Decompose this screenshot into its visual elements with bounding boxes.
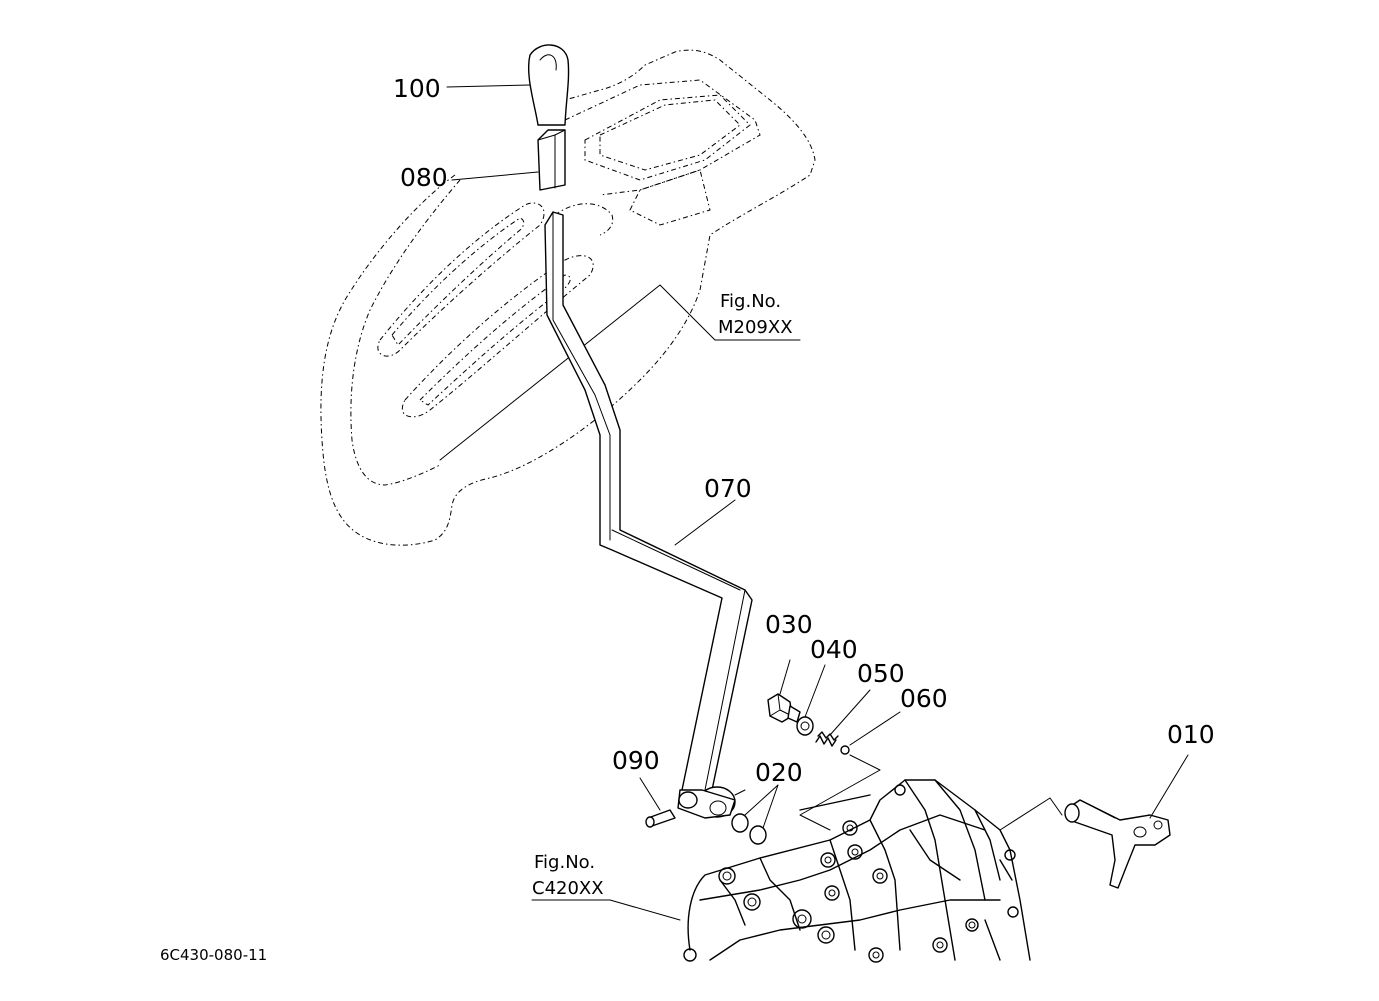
- label-020: 020: [755, 758, 803, 787]
- lever-grip: [451, 129, 566, 191]
- pin: [639, 777, 676, 828]
- shift-arm: [999, 754, 1189, 889]
- fig-ref-lower-code: C420XX: [532, 878, 604, 899]
- detent-set: [767, 659, 901, 831]
- o-rings: [731, 784, 779, 845]
- fig-ref-lower-title: Fig.No.: [534, 852, 595, 873]
- label-070: 070: [704, 474, 752, 503]
- label-090: 090: [612, 746, 660, 775]
- diagram-code: 6C430-080-11: [160, 946, 267, 964]
- label-100: 100: [393, 74, 441, 103]
- label-040: 040: [810, 635, 858, 664]
- label-050: 050: [857, 659, 905, 688]
- label-060: 060: [900, 684, 948, 713]
- shift-lever: [544, 211, 753, 819]
- label-030: 030: [765, 610, 813, 639]
- shift-knob: [446, 44, 570, 126]
- fig-ref-upper-title: Fig.No.: [720, 291, 781, 312]
- label-080: 080: [400, 163, 448, 192]
- console-cover: [320, 49, 816, 546]
- label-010: 010: [1167, 720, 1215, 749]
- fig-ref-upper-code: M209XX: [718, 317, 793, 338]
- transmission-housing: [531, 779, 1031, 963]
